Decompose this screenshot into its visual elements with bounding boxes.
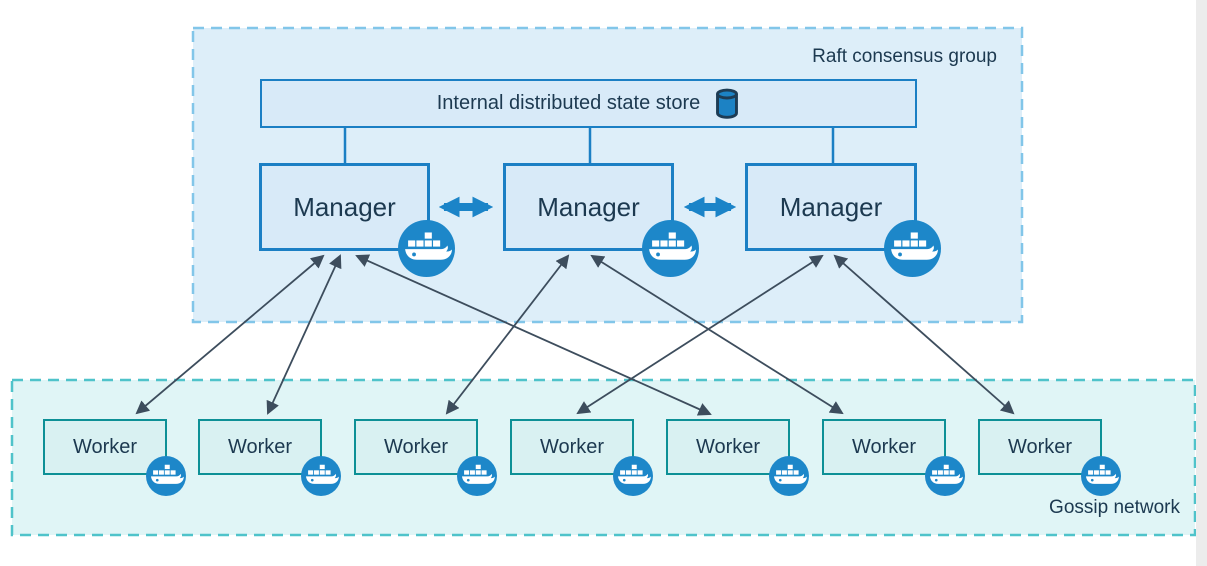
docker-whale-icon xyxy=(1081,456,1121,496)
worker-node-7: Worker xyxy=(978,419,1102,475)
docker-whale-icon xyxy=(613,456,653,496)
manager-label: Manager xyxy=(779,191,883,222)
worker-label: Worker xyxy=(851,435,917,458)
docker-whale-icon xyxy=(642,220,699,277)
raft-consensus-group-label: Raft consensus group xyxy=(812,46,997,67)
manager-worker-edges xyxy=(135,254,1015,416)
docker-whale-icon xyxy=(301,456,341,496)
worker-label: Worker xyxy=(227,435,293,458)
docker-whale-icon xyxy=(398,220,455,277)
manager-label: Manager xyxy=(293,191,396,222)
edge-manager3-worker7 xyxy=(833,254,1015,415)
worker-label: Worker xyxy=(695,435,761,458)
worker-label: Worker xyxy=(1007,435,1073,458)
store-to-manager-connectors xyxy=(343,126,835,164)
worker-node-5: Worker xyxy=(666,419,790,475)
docker-whale-icon xyxy=(146,456,186,496)
gossip-network-label: Gossip network xyxy=(1049,497,1180,518)
docker-whale-icon xyxy=(457,456,497,496)
worker-node-6: Worker xyxy=(822,419,946,475)
state-store-box: Internal distributed state store xyxy=(260,79,917,128)
worker-node-3: Worker xyxy=(354,419,478,475)
worker-node-2: Worker xyxy=(198,419,322,475)
docker-whale-icon xyxy=(769,456,809,496)
docker-whale-icon xyxy=(925,456,965,496)
edge-manager3-worker4 xyxy=(576,254,824,415)
worker-label: Worker xyxy=(383,435,449,458)
manager-label: Manager xyxy=(537,191,640,222)
worker-label: Worker xyxy=(539,435,605,458)
database-cylinder-icon xyxy=(714,88,740,119)
screenshot-right-edge xyxy=(1196,0,1207,566)
worker-label: Worker xyxy=(72,435,138,458)
edge-manager2-worker3 xyxy=(445,254,570,415)
state-store-label: Internal distributed state store xyxy=(436,92,701,114)
worker-node-4: Worker xyxy=(510,419,634,475)
docker-whale-icon xyxy=(884,220,941,277)
edge-manager1-worker2 xyxy=(266,254,342,415)
worker-node-1: Worker xyxy=(43,419,167,475)
